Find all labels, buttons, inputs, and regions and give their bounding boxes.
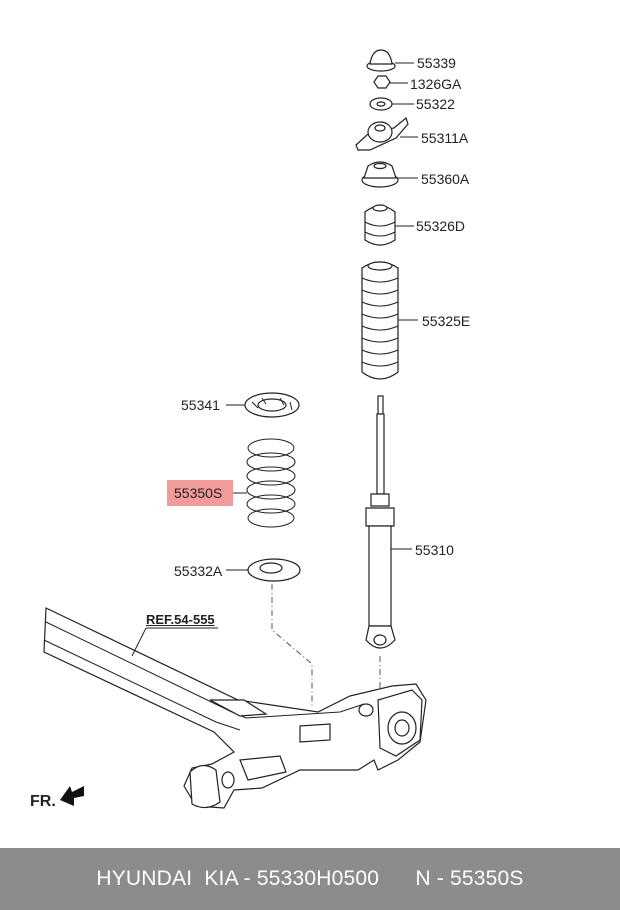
- label-55341: 55341: [181, 397, 220, 413]
- shock-absorber: [365, 395, 396, 649]
- rear-axle-beam: [43, 607, 427, 809]
- front-arrow-icon: [60, 786, 84, 806]
- dust-cap: [366, 49, 396, 72]
- parts-diagram: 55339 1326GA 55322 55311A 55360A 55326D …: [30, 49, 471, 810]
- ref-label: REF.54-555: [146, 612, 215, 627]
- footer-bar: HYUNDAI KIA - 55330H0500 N - 55350S: [0, 848, 620, 910]
- coil-spring: [246, 438, 296, 528]
- label-55332A: 55332A: [174, 563, 223, 579]
- dust-boot: [361, 261, 399, 380]
- nut: [373, 75, 391, 89]
- footer-highlighted-part: N - 55350S: [415, 867, 524, 890]
- label-55322: 55322: [416, 96, 455, 112]
- label-55310: 55310: [415, 542, 454, 558]
- bumper-cup: [361, 161, 399, 188]
- label-55311A: 55311A: [421, 130, 469, 146]
- bump-stopper: [364, 204, 396, 246]
- upper-spring-pad: [244, 392, 300, 418]
- highlighted-part-marker: [167, 480, 233, 506]
- lower-spring-pad: [247, 558, 301, 582]
- label-55326D: 55326D: [416, 218, 466, 234]
- front-label: FR.: [30, 793, 56, 810]
- mount-bracket: [355, 116, 409, 151]
- footer-brand-part-number: HYUNDAI KIA - 55330H0500: [96, 867, 380, 890]
- label-1326GA: 1326GA: [410, 76, 462, 92]
- diagram-drawing: [43, 49, 427, 809]
- footer-spacer: [379, 867, 415, 891]
- label-55325E: 55325E: [422, 313, 471, 329]
- label-55339: 55339: [417, 55, 456, 71]
- label-55360A: 55360A: [421, 171, 470, 187]
- label-55350S: 55350S: [174, 485, 223, 501]
